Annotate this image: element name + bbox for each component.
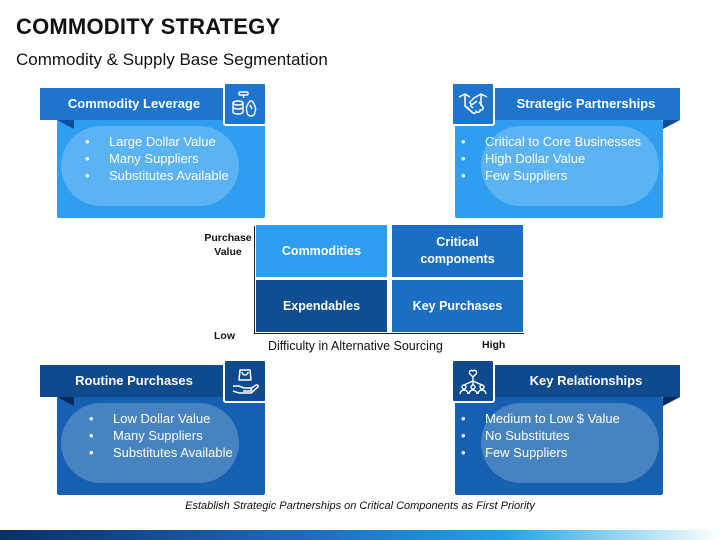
header-fold — [57, 397, 74, 406]
bullet-item: Critical to Core Businesses — [461, 133, 641, 150]
key-relationships-card: Medium to Low $ Value No Substitutes Few… — [455, 397, 663, 495]
strategic-partnerships-icon-box — [451, 82, 495, 126]
key-relationships-icon-box — [451, 359, 495, 403]
key-relationships-header: Key Relationships — [492, 365, 680, 397]
commodity-leverage-icon-box — [223, 82, 267, 126]
header-fold — [663, 397, 680, 406]
bullet-item: Substitutes Available — [85, 167, 229, 184]
key-relationships-bullets: Medium to Low $ Value No Substitutes Few… — [461, 410, 620, 461]
strategic-partnerships-card: Critical to Core Businesses High Dollar … — [455, 120, 663, 218]
bullet-item: Many Suppliers — [89, 427, 233, 444]
page-subtitle: Commodity & Supply Base Segmentation — [16, 50, 328, 69]
bullet-item: Low Dollar Value — [89, 410, 233, 427]
bullet-item: Many Suppliers — [85, 150, 229, 167]
routine-purchases-card: Low Dollar Value Many Suppliers Substitu… — [57, 397, 265, 495]
bullet-item: Substitutes Available — [89, 444, 233, 461]
page-title: COMMODITY STRATEGY — [16, 14, 281, 39]
bullet-item: Medium to Low $ Value — [461, 410, 620, 427]
hand-holding-bag-icon — [232, 369, 259, 394]
x-axis-label: Difficulty in Alternative Sourcing — [268, 339, 443, 353]
header-fold — [57, 120, 74, 129]
y-axis-label: Purchase Value — [204, 232, 252, 258]
bullet-item: Few Suppliers — [461, 444, 620, 461]
bottom-gradient-bar — [0, 530, 720, 540]
matrix-cell-key-purchases: Key Purchases — [392, 280, 523, 332]
high-label: High — [482, 339, 506, 351]
bullet-item: Large Dollar Value — [85, 133, 229, 150]
matrix-cell-expendables: Expendables — [256, 280, 387, 332]
coins-and-money-bag-icon — [232, 91, 257, 117]
bullet-item: Few Suppliers — [461, 167, 641, 184]
commodity-leverage-card: Large Dollar Value Many Suppliers Substi… — [57, 120, 265, 218]
matrix-cell-commodities: Commodities — [256, 225, 387, 277]
bullet-item: High Dollar Value — [461, 150, 641, 167]
people-network-heart-icon — [459, 369, 487, 395]
y-axis-line — [254, 226, 255, 334]
bullet-item: No Substitutes — [461, 427, 620, 444]
header-fold — [663, 120, 680, 129]
x-axis-line — [254, 333, 524, 334]
matrix-cell-critical-components: Critical components — [392, 225, 523, 277]
routine-purchases-icon-box — [223, 359, 267, 403]
low-label: Low — [214, 330, 235, 342]
commodity-leverage-bullets: Large Dollar Value Many Suppliers Substi… — [85, 133, 229, 184]
strategic-partnerships-header: Strategic Partnerships — [492, 88, 680, 120]
commodity-leverage-header: Commodity Leverage — [40, 88, 228, 120]
footer-note: Establish Strategic Partnerships on Crit… — [185, 500, 535, 512]
routine-purchases-header: Routine Purchases — [40, 365, 228, 397]
strategic-partnerships-bullets: Critical to Core Businesses High Dollar … — [461, 133, 641, 184]
handshake-icon — [458, 93, 488, 115]
routine-purchases-bullets: Low Dollar Value Many Suppliers Substitu… — [89, 410, 233, 461]
